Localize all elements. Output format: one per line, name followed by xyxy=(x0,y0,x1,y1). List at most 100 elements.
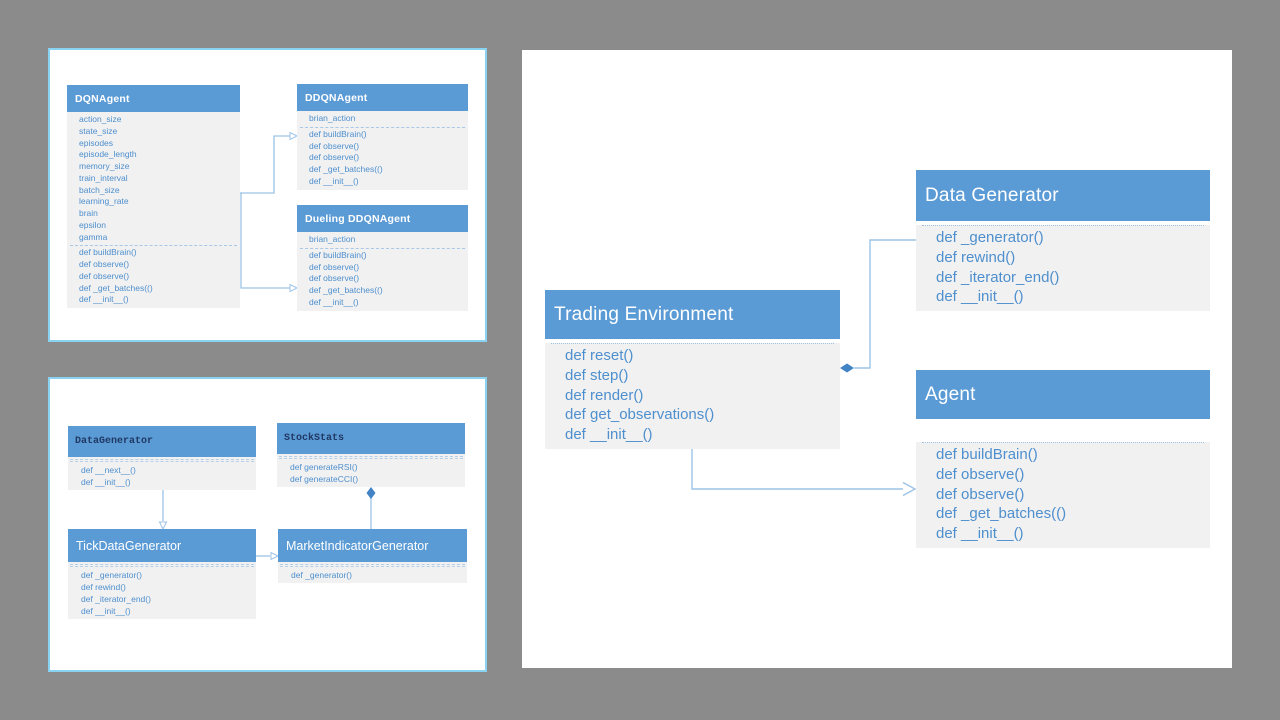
method-item: def __init__() xyxy=(309,296,359,307)
method-item: def observe() xyxy=(936,485,1025,503)
class-body: def _generator() def rewind() def _itera… xyxy=(68,562,256,619)
compartment-divider xyxy=(922,225,1204,226)
class-title: DQNAgent xyxy=(75,92,130,105)
method-item: def _get_batches(() xyxy=(309,164,383,174)
method-item: def _generator() xyxy=(81,570,142,580)
method-item: def _get_batches(() xyxy=(936,505,1067,523)
class-body: action_size state_size episodes episode_… xyxy=(67,112,240,308)
attribute-item: batch_size xyxy=(79,184,120,195)
class-header: TickDataGenerator xyxy=(68,529,256,562)
method-item: def __next__() xyxy=(81,465,136,475)
compartment-divider xyxy=(70,245,237,247)
method-item: def observe() xyxy=(309,140,360,151)
class-title: Agent xyxy=(925,383,976,405)
filled-diamond-arrowhead xyxy=(366,487,376,499)
attribute-item: brian_action xyxy=(309,113,356,123)
class-title: DDQNAgent xyxy=(305,91,368,104)
attribute-item: action_size xyxy=(79,114,122,124)
class-title: Dueling DDQNAgent xyxy=(305,212,411,225)
class-box-agent: Agent def buildBrain() def observe() def… xyxy=(916,370,1210,548)
inheritance-connector-dqn-ddqn xyxy=(240,135,290,194)
compartment-divider xyxy=(70,564,254,567)
method-item: def buildBrain() xyxy=(309,249,367,260)
method-item: def observe() xyxy=(309,152,360,163)
class-box-stockstats: StockStats def generateRSI() def generat… xyxy=(277,423,465,487)
slide-panel-agents: DQNAgent action_size state_size episodes… xyxy=(48,48,487,342)
method-item: def buildBrain() xyxy=(936,446,1038,463)
class-box-dueling-ddqnagent: Dueling DDQNAgent brian_action def build… xyxy=(297,205,468,311)
class-header: DQNAgent xyxy=(67,85,240,112)
class-title: MarketIndicatorGenerator xyxy=(286,538,429,553)
compartment-divider xyxy=(70,459,254,462)
class-header: StockStats xyxy=(277,423,465,454)
attribute-item: epsilon xyxy=(79,219,106,230)
association-connector-tradingenv-agent xyxy=(691,447,903,490)
compartment-divider xyxy=(300,126,465,128)
class-body: brian_action def buildBrain() def observ… xyxy=(297,232,468,311)
class-title: Data Generator xyxy=(925,184,1059,206)
method-item: def reset() xyxy=(565,347,634,364)
hollow-triangle-arrowhead xyxy=(289,131,299,141)
method-item: def _get_batches(() xyxy=(79,282,153,293)
class-header: DataGenerator xyxy=(68,426,256,457)
class-box-data-generator: Data Generator def _generator() def rewi… xyxy=(916,170,1210,312)
method-item: def observe() xyxy=(309,261,360,272)
inheritance-connector-dqn-dueling xyxy=(240,193,290,289)
class-box-ddqnagent: DDQNAgent brian_action def buildBrain() … xyxy=(297,84,468,190)
attribute-item: episodes xyxy=(79,137,114,148)
method-item: def _get_batches(() xyxy=(309,285,383,295)
class-header: Trading Environment xyxy=(545,290,840,339)
class-header: Data Generator xyxy=(916,170,1210,221)
method-item: def render() xyxy=(565,386,644,404)
class-body: def reset() def step() def render() def … xyxy=(545,343,840,449)
method-item: def step() xyxy=(565,366,629,384)
attribute-item: brian_action xyxy=(309,234,356,244)
class-title: TickDataGenerator xyxy=(76,538,182,553)
method-item: def observe() xyxy=(936,465,1025,483)
method-item: def get_observations() xyxy=(565,406,715,424)
class-body: def __next__() def __init__() xyxy=(68,457,256,490)
method-item: def buildBrain() xyxy=(309,128,367,139)
method-item: def rewind() xyxy=(936,248,1016,266)
class-body: def _generator() xyxy=(278,562,467,583)
class-body: brian_action def buildBrain() def observ… xyxy=(297,111,468,190)
attribute-item: state_size xyxy=(79,125,118,136)
attribute-item: memory_size xyxy=(79,161,130,171)
class-body: def buildBrain() def observe() def obser… xyxy=(916,442,1210,548)
method-item: def __init__() xyxy=(936,525,1024,543)
class-box-marketindicatorgenerator: MarketIndicatorGenerator def _generator(… xyxy=(278,529,467,583)
main-diagram-panel: Trading Environment def reset() def step… xyxy=(522,50,1232,668)
hollow-triangle-arrowhead xyxy=(158,521,168,531)
class-title: DataGenerator xyxy=(75,436,154,447)
method-item: def buildBrain() xyxy=(79,247,137,258)
attribute-item: brain xyxy=(79,208,98,218)
class-title: StockStats xyxy=(284,433,345,444)
compartment-divider xyxy=(922,442,1204,443)
compartment-divider xyxy=(551,343,834,344)
class-header: DDQNAgent xyxy=(297,84,468,111)
method-item: def _generator() xyxy=(291,570,352,580)
class-box-tickdatagenerator: TickDataGenerator def _generator() def r… xyxy=(68,529,256,619)
method-item: def _generator() xyxy=(936,229,1044,246)
method-item: def __init__() xyxy=(79,294,129,305)
method-item: def _iterator_end() xyxy=(936,268,1060,286)
attribute-item: train_interval xyxy=(79,172,128,183)
attribute-item: episode_length xyxy=(79,149,137,160)
composition-connector-datagen-tradingenv xyxy=(854,239,916,369)
method-item: def __init__() xyxy=(565,426,653,444)
class-box-trading-environment: Trading Environment def reset() def step… xyxy=(545,290,840,449)
class-body: def _generator() def rewind() def _itera… xyxy=(916,225,1210,312)
open-arrowhead xyxy=(902,481,917,497)
hollow-triangle-arrowhead xyxy=(289,283,299,293)
class-box-datagenerator: DataGenerator def __next__() def __init_… xyxy=(68,426,256,490)
attribute-item: gamma xyxy=(79,231,108,242)
method-item: def observe() xyxy=(79,259,130,269)
method-item: def generateCCI() xyxy=(290,474,359,484)
compartment-divider xyxy=(279,456,463,459)
slide-panel-generators: DataGenerator def __next__() def __init_… xyxy=(48,377,487,672)
method-item: def __init__() xyxy=(81,477,131,487)
method-item: def rewind() xyxy=(81,582,126,592)
compartment-divider xyxy=(300,247,465,249)
class-title: Trading Environment xyxy=(554,303,734,325)
